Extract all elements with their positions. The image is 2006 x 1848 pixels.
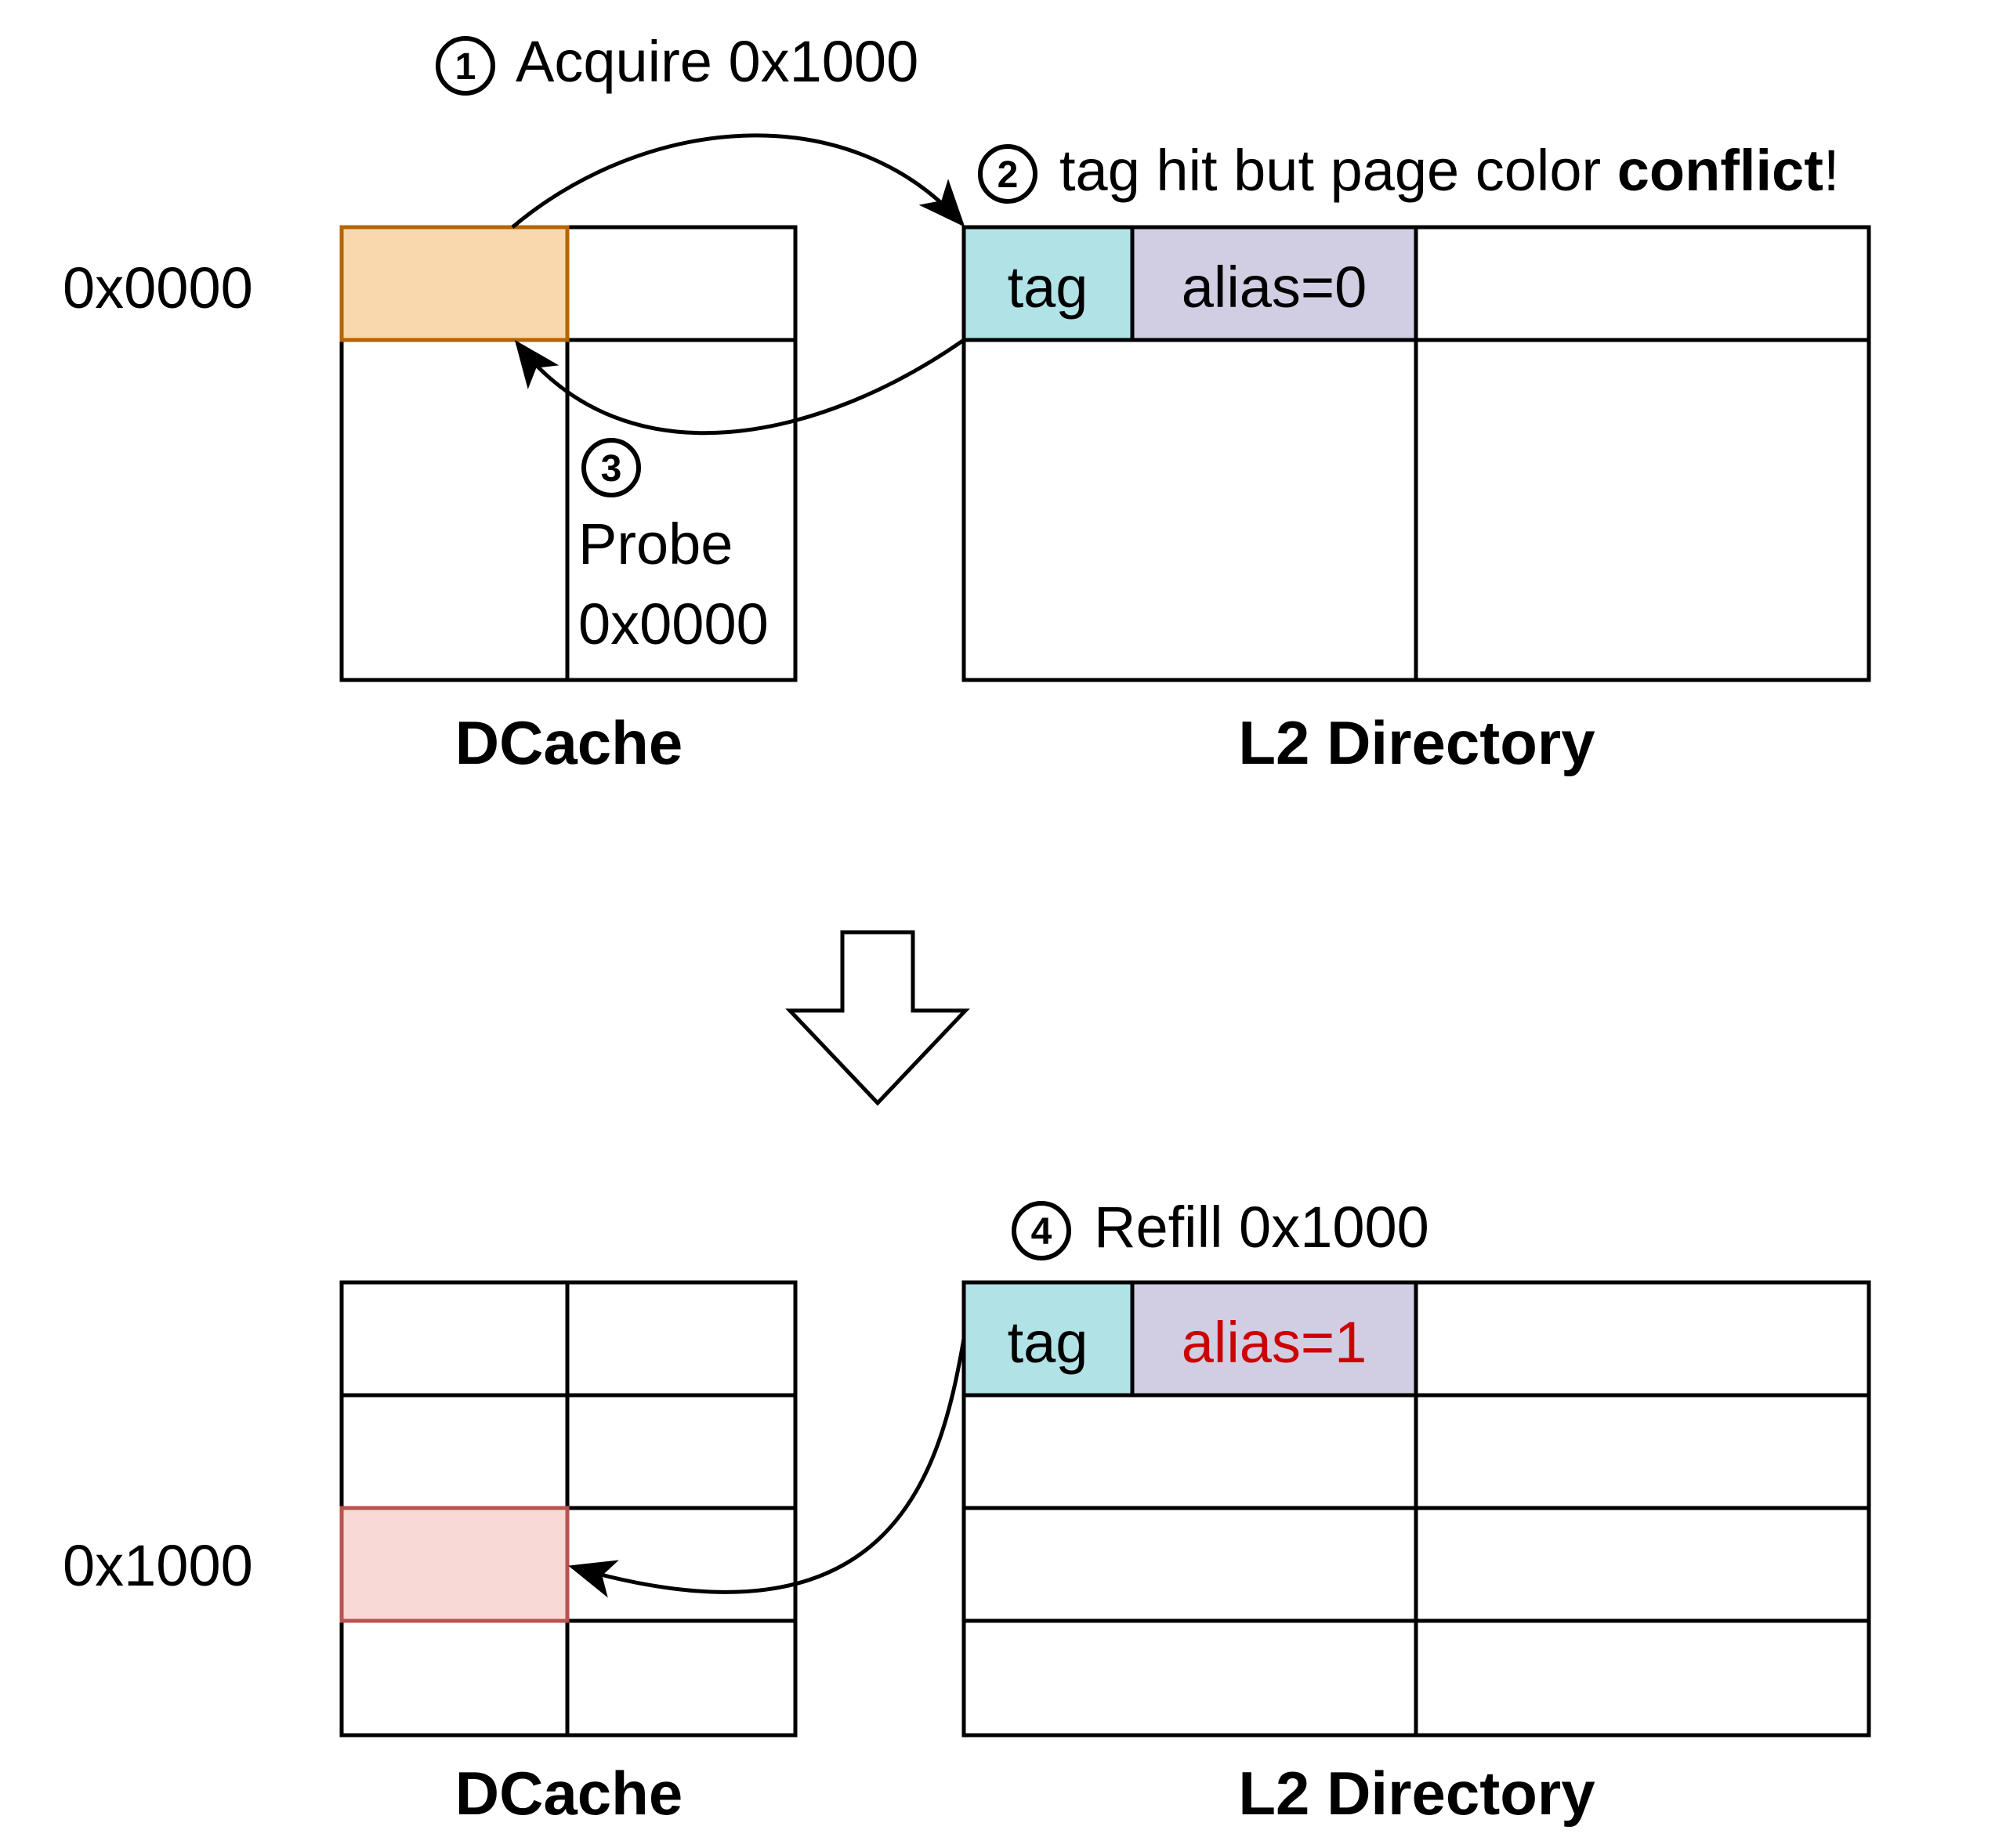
transition-down-arrow <box>785 930 970 1106</box>
step4-text: Refill 0x1000 <box>1094 1195 1429 1260</box>
step3-line1: Probe <box>578 512 733 577</box>
bottom-address-label: 0x1000 <box>63 1533 253 1598</box>
l2-tag-label: tag <box>1008 255 1088 320</box>
bottom-section: 0x1000 tag alias=1 4 Refill 0x1000 DCach… <box>63 1195 1871 1828</box>
step3-annotation: 3 Probe 0x0000 <box>578 438 769 656</box>
step1-annotation: 1 Acquire 0x1000 <box>436 29 918 96</box>
step3-number-circle <box>581 438 641 497</box>
bottom-dcache-title: DCache <box>455 1759 683 1828</box>
step1-number-circle <box>436 36 495 96</box>
acquire-arrow <box>511 133 965 229</box>
step1-number: 1 <box>455 46 476 88</box>
l2-alias-label-conflict: alias=1 <box>1182 1310 1367 1375</box>
step4-annotation: 4 Refill 0x1000 <box>1012 1195 1429 1260</box>
top-dcache <box>339 225 798 682</box>
step2-number: 2 <box>998 154 1019 196</box>
top-l2-directory: tag alias=0 <box>961 225 1871 682</box>
dcache-refill-line <box>339 1506 570 1623</box>
step2-text: tag hit but page color conflict! <box>1059 138 1839 203</box>
top-address-label: 0x0000 <box>63 255 253 320</box>
l2-alias-label: alias=0 <box>1182 255 1367 320</box>
bottom-dcache <box>339 1280 798 1738</box>
top-dcache-title: DCache <box>455 708 683 777</box>
step3-number: 3 <box>601 448 622 490</box>
top-section: 0x0000 tag alias=0 1 Acquire 0x1000 2 ta… <box>63 29 1871 777</box>
dcache-acquire-line <box>339 225 570 342</box>
probe-arrow <box>514 338 965 436</box>
refill-arrow <box>568 1338 966 1598</box>
step4-number-circle <box>1012 1201 1071 1260</box>
step4-number: 4 <box>1031 1211 1052 1253</box>
step2-annotation: 2 tag hit but page color conflict! <box>978 138 1839 204</box>
step1-text: Acquire 0x1000 <box>516 29 918 94</box>
l2-tag-label: tag <box>1008 1310 1088 1375</box>
bottom-l2-directory: tag alias=1 <box>961 1280 1871 1738</box>
step2-number-circle <box>978 144 1037 204</box>
top-l2-title: L2 Directory <box>1238 708 1595 777</box>
bottom-l2-title: L2 Directory <box>1238 1759 1595 1828</box>
step3-line2: 0x0000 <box>578 591 769 656</box>
